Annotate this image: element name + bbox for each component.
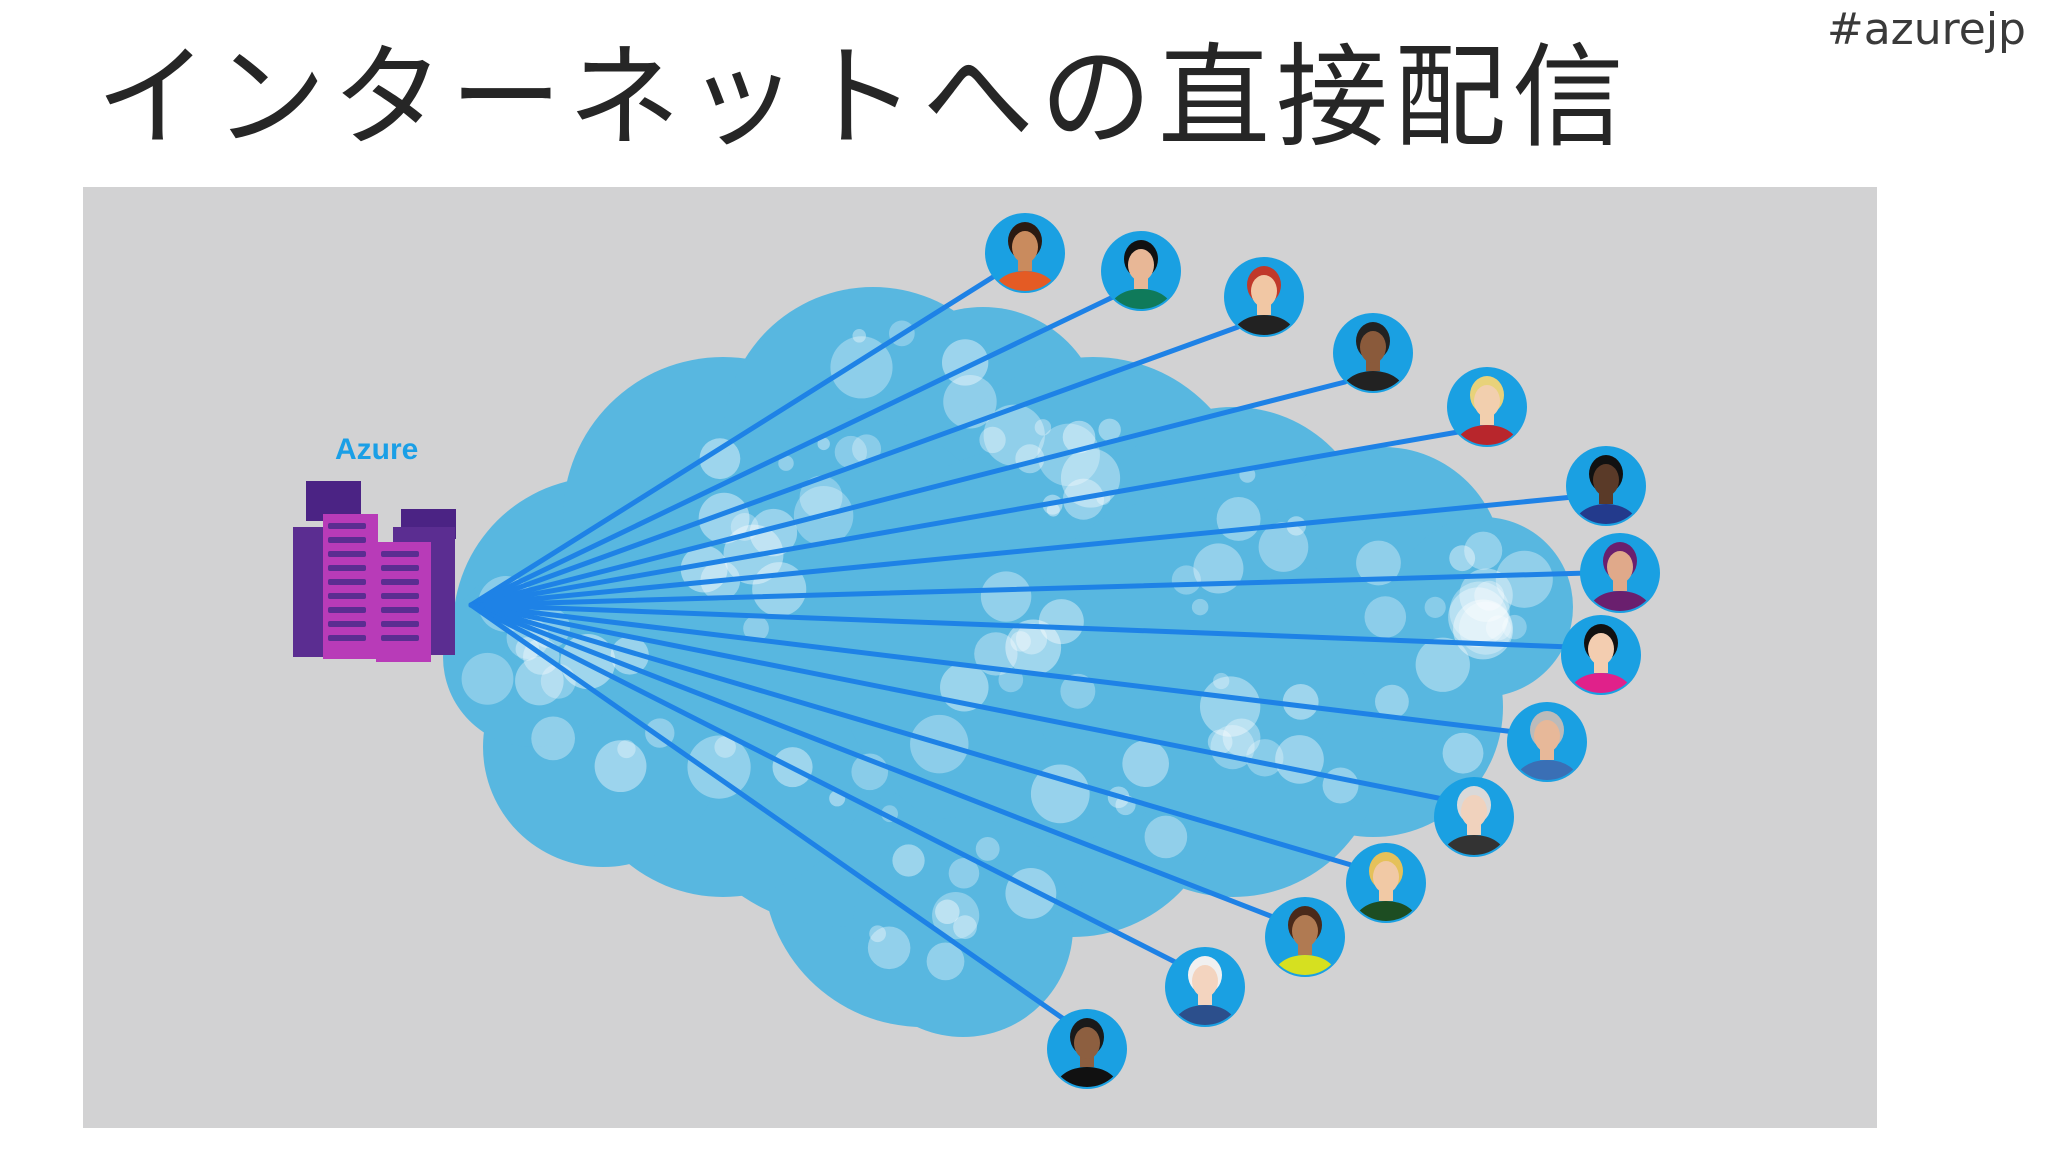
distribution-line bbox=[468, 570, 1591, 608]
user-avatar-icon bbox=[1507, 702, 1587, 782]
user-avatar-icon bbox=[1346, 843, 1426, 923]
internet-cloud-icon bbox=[443, 287, 1573, 1037]
user-avatar-icon bbox=[1580, 533, 1660, 613]
user-avatar-icon bbox=[1566, 446, 1646, 526]
distribution-line bbox=[468, 602, 1184, 968]
distribution-line bbox=[468, 379, 1348, 608]
distribution-line bbox=[468, 494, 1576, 608]
distribution-lines bbox=[468, 274, 1591, 1025]
distribution-line bbox=[468, 602, 1518, 735]
user-avatar-icon bbox=[1434, 777, 1514, 857]
distribution-diagram bbox=[293, 213, 1660, 1089]
azure-label: Azure bbox=[335, 433, 419, 466]
user-avatar-icon bbox=[1224, 257, 1304, 337]
distribution-line bbox=[468, 294, 1116, 608]
user-avatar-icon bbox=[1265, 897, 1345, 977]
user-avatar-icon bbox=[1101, 231, 1181, 311]
diagram-panel: Azure bbox=[83, 187, 1877, 1128]
distribution-line bbox=[468, 602, 1446, 802]
distribution-line bbox=[468, 602, 1574, 650]
distribution-line bbox=[468, 602, 1276, 920]
hashtag: #azurejp bbox=[1826, 4, 2026, 55]
distribution-line bbox=[468, 429, 1461, 608]
distribution-line bbox=[468, 274, 996, 608]
datacenter-servers-icon bbox=[293, 481, 456, 662]
recipient-avatars bbox=[985, 213, 1660, 1089]
slide-title: インターネットへの直接配信 bbox=[96, 33, 1630, 163]
distribution-line bbox=[468, 602, 1361, 870]
distribution-line bbox=[468, 324, 1241, 608]
distribution-line bbox=[468, 602, 1071, 1025]
user-avatar-icon bbox=[1333, 313, 1413, 393]
user-avatar-icon bbox=[1165, 947, 1245, 1027]
user-avatar-icon bbox=[1047, 1009, 1127, 1089]
user-avatar-icon bbox=[985, 213, 1065, 293]
user-avatar-icon bbox=[1561, 615, 1641, 695]
user-avatar-icon bbox=[1447, 367, 1527, 447]
